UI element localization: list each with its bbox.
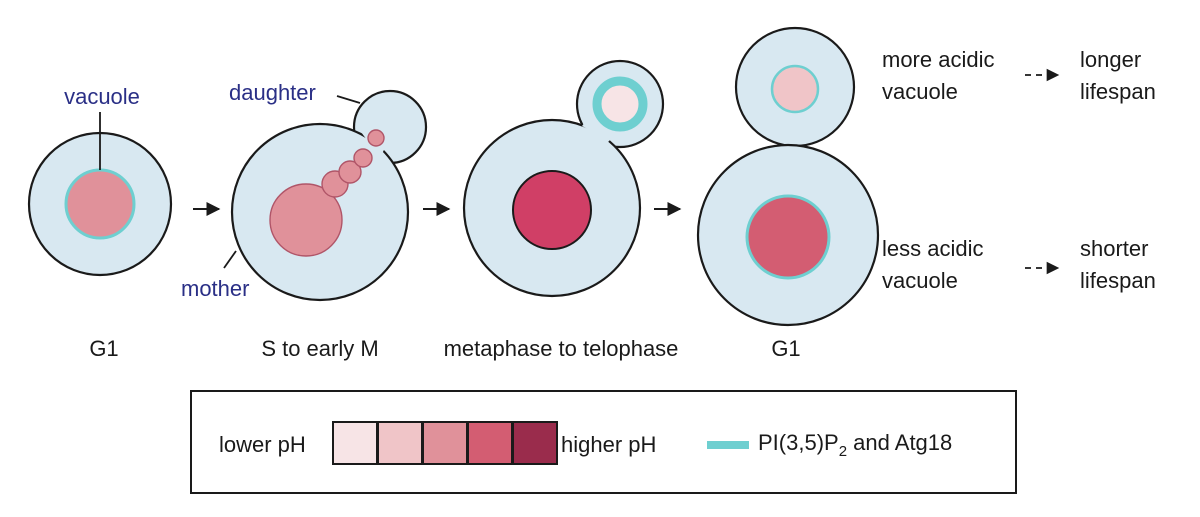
ph-swatch-2 xyxy=(377,421,423,465)
outcome-top: more acidic vacuole longer lifespan xyxy=(882,47,1156,104)
condition-line2: vacuole xyxy=(882,268,958,293)
vacuole-shape xyxy=(269,129,385,257)
marker-prefix: PI(3,5)P xyxy=(758,430,839,455)
stage-label-g1-second: G1 xyxy=(771,336,800,361)
vacuole-shape xyxy=(770,64,820,114)
result-line2: lifespan xyxy=(1080,268,1156,293)
legend: lower pH higher pH PI(3,5)P2 and Atg18 xyxy=(190,390,1017,494)
ph-swatch-3 xyxy=(422,421,468,465)
result-line1: longer xyxy=(1080,47,1141,72)
legend-marker-label: PI(3,5)P2 and Atg18 xyxy=(758,430,952,460)
stage-label-metaphase-to-telophase: metaphase to telophase xyxy=(444,336,679,361)
mother-label: mother xyxy=(181,276,249,301)
daughter-vacuole-shape xyxy=(592,76,648,132)
result-line2: lifespan xyxy=(1080,79,1156,104)
mother-pointer-line xyxy=(223,250,237,269)
marker-suffix: and Atg18 xyxy=(847,430,952,455)
bud-neck xyxy=(582,116,612,145)
condition-line1: less acidic xyxy=(882,236,983,261)
ph-swatch-4 xyxy=(467,421,513,465)
cell-g1-first: vacuole xyxy=(27,84,173,277)
cell-g1-daughter xyxy=(734,26,856,148)
vacuole-shape xyxy=(64,168,136,240)
result-line1: shorter xyxy=(1080,236,1148,261)
cell-metaphase-to-telophase xyxy=(462,59,665,298)
marker-subscript: 2 xyxy=(839,443,847,460)
condition-line1: more acidic xyxy=(882,47,994,72)
marker-swatch xyxy=(707,441,749,449)
ph-color-scale xyxy=(332,421,558,465)
ph-swatch-5 xyxy=(512,421,558,465)
ph-swatch-1 xyxy=(332,421,378,465)
condition-line2: vacuole xyxy=(882,79,958,104)
cell-g1-mother xyxy=(696,143,880,327)
outcome-bottom: less acidic vacuole shorter lifespan xyxy=(882,236,1156,293)
legend-box xyxy=(190,390,1017,494)
daughter-label: daughter xyxy=(229,80,316,105)
mother-vacuole-shape xyxy=(512,170,592,250)
daughter-pointer-line xyxy=(336,95,361,104)
stage-label-s-to-early-m: S to early M xyxy=(261,336,378,361)
stage-label-g1-first: G1 xyxy=(89,336,118,361)
vacuole-shape xyxy=(745,194,831,280)
cell-s-to-early-m: daughter mother xyxy=(181,80,428,302)
legend-higher-ph-label: higher pH xyxy=(561,432,656,457)
legend-lower-ph-label: lower pH xyxy=(219,432,306,457)
vacuole-label: vacuole xyxy=(64,84,140,109)
